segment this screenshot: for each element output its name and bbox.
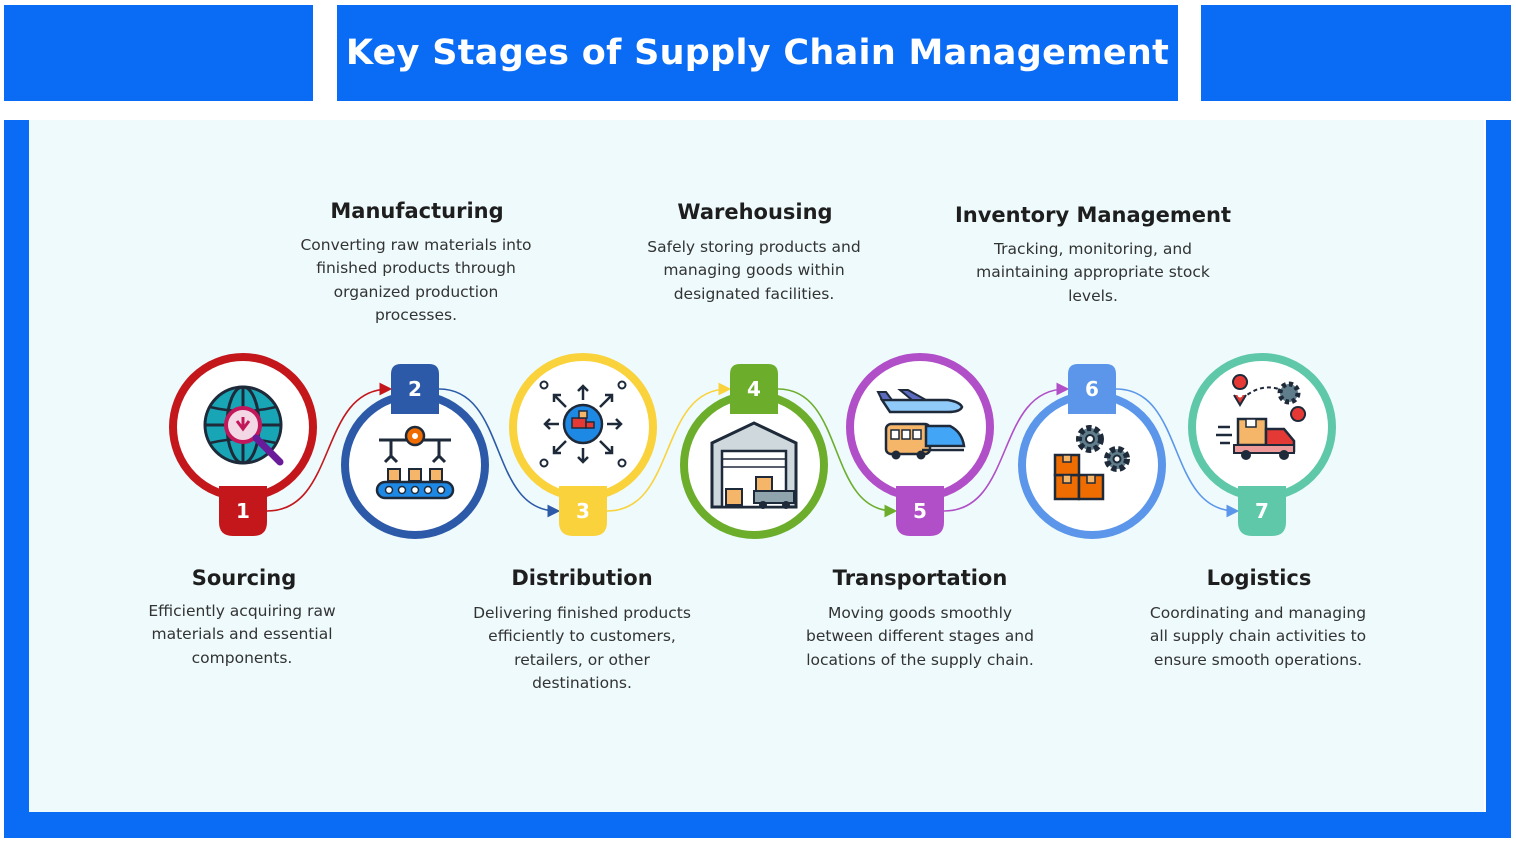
stage-6-title: Inventory Management (954, 203, 1232, 227)
stage-3-description: Delivering finished products efficiently… (473, 604, 691, 692)
stage-1-number: 1 (236, 499, 250, 523)
stage-3-title: Distribution (511, 566, 653, 590)
stage-4-title: Warehousing (677, 200, 833, 224)
distribution-hub-icon (539, 380, 627, 468)
stage-7-description: Coordinating and managing all supply cha… (1149, 604, 1367, 669)
globe-search-icon (203, 385, 284, 466)
stage-connectors (266, 382, 1240, 518)
stage-2-number-tab: 2 (391, 364, 439, 414)
connector-5-to-6 (943, 382, 1070, 512)
transport-vehicles-icon (876, 389, 966, 460)
stage-5-title: Transportation (832, 566, 1008, 590)
frame-top-left (4, 5, 313, 101)
stage-7-number: 7 (1255, 499, 1269, 523)
stage-4-number: 4 (747, 377, 761, 401)
stage-5-description: Moving goods smoothly between different … (806, 604, 1034, 669)
stage-2-description: Converting raw materials into finished p… (300, 236, 532, 324)
warehouse-icon (710, 421, 798, 509)
stage-3-ring: 3 (509, 353, 657, 536)
stage-5-number: 5 (913, 499, 927, 523)
stage-7-title: Logistics (1206, 566, 1312, 590)
stage-2-number: 2 (408, 377, 422, 401)
stage-1-description: Efficiently acquiring raw materials and … (148, 602, 336, 667)
factory-robot-arms-icon (375, 425, 455, 500)
stage-5-number-tab: 5 (896, 486, 944, 536)
stage-6-description: Tracking, monitoring, and maintaining ap… (976, 240, 1210, 305)
connector-1-to-2 (266, 382, 393, 512)
stage-2-ring: 2 (341, 364, 489, 539)
frame-left (4, 120, 29, 838)
delivery-truck-route-icon (1216, 374, 1307, 460)
stage-3-number-tab: 3 (559, 486, 607, 536)
stage-6-number-tab: 6 (1068, 364, 1116, 414)
stage-1-title: Sourcing (191, 566, 297, 590)
boxes-gears-icon (1053, 425, 1130, 501)
stage-7-number-tab: 7 (1238, 486, 1286, 536)
page-title: Key Stages of Supply Chain Management (345, 33, 1170, 73)
stage-4-number-tab: 4 (730, 364, 778, 414)
connector-2-to-3 (438, 388, 561, 518)
title-banner: Key Stages of Supply Chain Management (337, 5, 1178, 101)
stage-3-number: 3 (576, 499, 590, 523)
stage-1-number-tab: 1 (219, 486, 267, 536)
connector-3-to-4 (606, 382, 732, 512)
stage-4-description: Safely storing products and managing goo… (647, 238, 861, 303)
stage-icons (203, 374, 1307, 509)
frame-right (1486, 120, 1511, 838)
connector-6-to-7 (1115, 388, 1240, 518)
frame-bottom (4, 812, 1511, 838)
connector-4-to-5 (777, 388, 898, 518)
frame-top-right (1201, 5, 1511, 101)
stage-2-title: Manufacturing (330, 199, 504, 223)
stage-6-number: 6 (1085, 377, 1099, 401)
